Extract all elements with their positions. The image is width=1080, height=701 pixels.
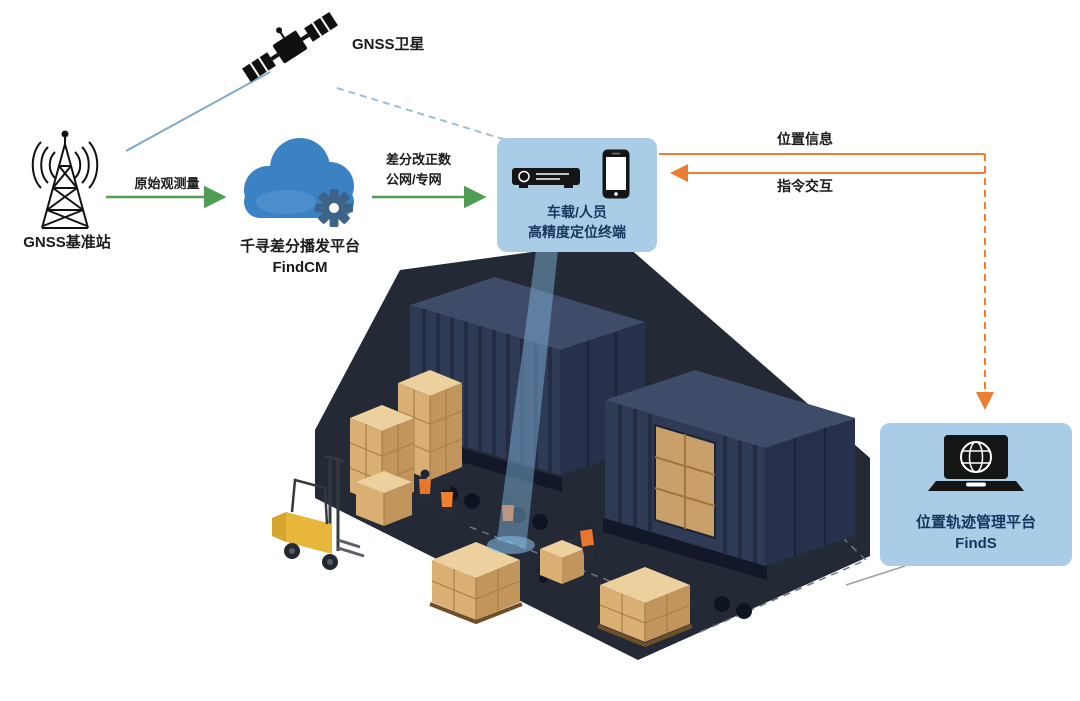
worker-icon: [441, 482, 453, 522]
cloud-platform-label: 千寻差分播发平台: [239, 238, 360, 255]
receiver-icon: [512, 168, 580, 188]
worker-icon: [502, 495, 514, 538]
corrections-label-line1: 差分改正数: [386, 152, 452, 167]
radio-tower-icon: [31, 130, 99, 229]
worker-icon: [419, 469, 431, 509]
phone-icon: [602, 149, 630, 199]
beam-spot: [487, 536, 535, 554]
corrections-label-line2: 公网/专网: [386, 172, 442, 187]
cloud-icon: [244, 138, 354, 218]
platform-label-line1: 位置轨迹管理平台: [915, 514, 1036, 531]
terminal-label-line2: 高精度定位终端: [528, 224, 626, 240]
satellite-to-base-line: [125, 71, 271, 152]
cloud-gear-icon: [244, 138, 354, 227]
terminal-panel: 车载/人员 高精度定位终端: [497, 138, 657, 252]
position-info-label: 位置信息: [777, 131, 833, 147]
forklift-icon: [272, 454, 365, 570]
laptop-globe-icon: [928, 435, 1024, 491]
raw-observation-label: 原始观测量: [134, 176, 200, 191]
base-station-label: GNSS基准站: [23, 234, 111, 251]
satellite-icon: [242, 11, 338, 83]
positioning-beam: [497, 250, 558, 548]
satellite-to-terminal-line: [336, 87, 507, 141]
gear-icon: [315, 189, 353, 227]
pallet-stack-icon: [597, 567, 693, 648]
cloud-product-label: FindCM: [272, 259, 328, 276]
pallet-stack-icon: [356, 471, 412, 526]
finds-panel: 位置轨迹管理平台 FindS: [880, 423, 1072, 566]
platform-label-line2: FindS: [955, 535, 997, 552]
pallet-stack-icon: [540, 540, 584, 584]
satellite-label: GNSS卫星: [352, 36, 425, 53]
worker-icon: [580, 521, 596, 564]
terminal-label-line1: 车载/人员: [547, 204, 607, 220]
command-interaction-label: 指令交互: [777, 178, 833, 194]
callout-line: [845, 565, 906, 586]
